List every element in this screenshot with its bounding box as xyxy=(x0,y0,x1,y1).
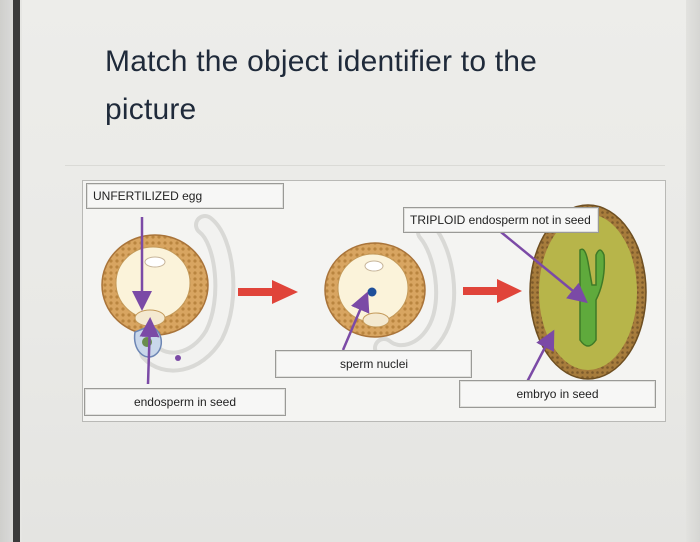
label-endosperm-in-seed[interactable]: endosperm in seed xyxy=(84,388,286,416)
label-embryo-in-seed-text: embryo in seed xyxy=(516,387,599,401)
label-triploid-endosperm-text: TRIPLOID endosperm not in seed xyxy=(410,213,591,227)
question-title: Match the object identifier to the pictu… xyxy=(105,45,538,126)
pointer-lines xyxy=(132,217,588,385)
progress-arrow-2 xyxy=(463,279,522,303)
label-embryo-in-seed[interactable]: embryo in seed xyxy=(459,380,656,408)
label-unfertilized-egg-text: UNFERTILIZED egg xyxy=(93,189,203,203)
label-unfertilized-egg[interactable]: UNFERTILIZED egg xyxy=(86,183,284,209)
progress-arrow-1 xyxy=(238,280,298,304)
label-triploid-endosperm[interactable]: TRIPLOID endosperm not in seed xyxy=(403,207,599,233)
left-scroll-edge xyxy=(13,0,20,542)
label-sperm-nuclei[interactable]: sperm nuclei xyxy=(275,350,472,378)
seed xyxy=(529,204,647,380)
divider xyxy=(65,165,665,166)
ovule-fertilizing xyxy=(324,221,457,366)
label-endosperm-in-seed-text: endosperm in seed xyxy=(133,395,237,409)
right-edge xyxy=(686,0,700,542)
label-sperm-nuclei-text: sperm nuclei xyxy=(340,357,409,371)
ovule-unfertilized xyxy=(101,214,236,373)
